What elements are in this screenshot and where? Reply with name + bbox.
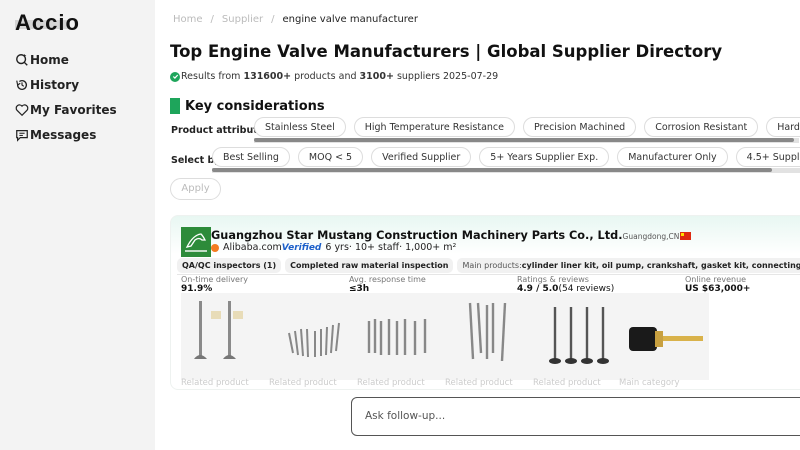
history-icon <box>16 80 28 91</box>
heart-icon <box>15 104 29 117</box>
scrollbar-thumb[interactable] <box>212 168 772 172</box>
supplier-tags: QA/QC inspectors (1) Completed raw mater… <box>177 258 800 273</box>
supplier-card[interactable]: Guangzhou Star Mustang Construction Mach… <box>170 215 800 390</box>
product-image-valves-four[interactable] <box>533 293 621 380</box>
chip-verified-supplier[interactable]: Verified Supplier <box>371 147 472 167</box>
sidebar: Accio Home History My Favorites Messages <box>0 0 155 450</box>
sidebar-item-messages[interactable]: Messages <box>15 128 96 142</box>
key-considerations-heading: Key considerations <box>170 98 325 114</box>
chip-corrosion-resistant[interactable]: Corrosion Resistant <box>644 117 759 137</box>
alibaba-icon <box>211 243 219 252</box>
ask-follow-up-box[interactable] <box>351 397 800 436</box>
chip-stainless-steel[interactable]: Stainless Steel <box>254 117 346 137</box>
platform-name: Alibaba.com <box>223 242 282 253</box>
main-category-image-sensor[interactable] <box>621 293 709 380</box>
chip-manufacturer-only[interactable]: Manufacturer Only <box>617 147 728 167</box>
sidebar-item-history[interactable]: History <box>15 78 79 92</box>
china-flag-icon <box>680 232 692 240</box>
chip-5-years-exp[interactable]: 5+ Years Supplier Exp. <box>479 147 610 167</box>
breadcrumb-current: engine valve manufacturer <box>282 14 418 25</box>
select-by-scrollbar[interactable] <box>212 168 800 173</box>
ask-follow-up-input[interactable] <box>365 410 765 422</box>
supplier-meta: Alibaba.com Verified 6 yrs· 10+ staff· 1… <box>211 242 456 253</box>
image-caption: Related product <box>269 378 337 388</box>
product-image-valves-row[interactable] <box>357 293 445 380</box>
breadcrumb-separator: / <box>210 14 214 25</box>
product-image-valves-five[interactable] <box>445 293 533 380</box>
chip-precision-machined[interactable]: Precision Machined <box>522 117 637 137</box>
stat-response-time: Avg. response time≤3h <box>349 275 426 294</box>
results-summary: Results from 131600+ products and 3100+ … <box>170 71 498 82</box>
image-caption: Main category <box>619 378 680 388</box>
search-sparkle-icon <box>16 53 28 66</box>
chip-best-selling[interactable]: Best Selling <box>212 147 290 167</box>
chip-high-temperature-resistance[interactable]: High Temperature Resistance <box>353 117 515 137</box>
product-attributes-chips: Stainless Steel High Temperature Resista… <box>254 117 800 137</box>
supplier-logo[interactable] <box>181 227 211 257</box>
product-attributes-label: Product attributes: <box>171 125 274 136</box>
supplier-name[interactable]: Guangzhou Star Mustang Construction Mach… <box>211 229 692 242</box>
image-caption: Related product <box>357 378 425 388</box>
product-image-valves-pair[interactable] <box>181 293 269 380</box>
sidebar-item-favorites[interactable]: My Favorites <box>15 103 117 117</box>
supplier-count: 3100+ <box>359 71 394 82</box>
sidebar-item-label: Home <box>30 53 69 67</box>
attributes-scrollbar[interactable] <box>254 138 799 143</box>
chip-moq[interactable]: MOQ < 5 <box>297 147 364 167</box>
image-caption: Related product <box>533 378 601 388</box>
product-count: 131600+ <box>243 71 292 82</box>
chip-hardened-steel[interactable]: Hardened Steel <box>766 117 800 137</box>
breadcrumb-supplier[interactable]: Supplier <box>221 14 264 25</box>
supplier-details: 6 yrs· 10+ staff· 1,000+ m² <box>325 242 457 253</box>
tag-raw-material-inspection: Completed raw material inspection <box>285 258 454 273</box>
sidebar-item-label: My Favorites <box>30 103 117 117</box>
tag-main-products: Main products:cylinder liner kit, oil pu… <box>457 258 800 273</box>
page-title: Top Engine Valve Manufacturers | Global … <box>170 42 723 61</box>
check-circle-icon <box>170 71 180 82</box>
product-image-valves-set[interactable] <box>269 293 357 380</box>
image-caption: Related product <box>445 378 513 388</box>
breadcrumb-home[interactable]: Home <box>173 14 203 25</box>
breadcrumb: Home / Supplier / engine valve manufacturer <box>173 14 418 25</box>
main-content: Home/Supplier/engine valve manufacturer … <box>155 0 800 450</box>
sidebar-item-label: History <box>30 78 80 92</box>
sidebar-item-label: Messages <box>30 128 97 142</box>
message-icon <box>16 130 28 142</box>
divider <box>177 274 800 275</box>
sidebar-item-home[interactable]: Home <box>15 53 69 67</box>
scrollbar-thumb[interactable] <box>254 138 794 142</box>
tag-qa-inspectors: QA/QC inspectors (1) <box>177 258 282 273</box>
heading-accent-bar <box>170 98 180 114</box>
apply-button[interactable]: Apply <box>170 178 221 200</box>
verified-badge: Verified <box>281 242 322 253</box>
select-by-label: Select by: <box>171 155 225 166</box>
logo-highlight <box>15 20 68 29</box>
select-by-chips: Best Selling MOQ < 5 Verified Supplier 5… <box>212 147 800 167</box>
breadcrumb-separator: / <box>271 14 275 25</box>
product-images <box>181 293 709 380</box>
supplier-location: Guangdong,CN <box>622 232 680 241</box>
logo[interactable]: Accio <box>15 10 80 30</box>
image-caption: Related product <box>181 378 249 388</box>
chip-supplier-rating[interactable]: 4.5+ Supplier Rating <box>735 147 800 167</box>
